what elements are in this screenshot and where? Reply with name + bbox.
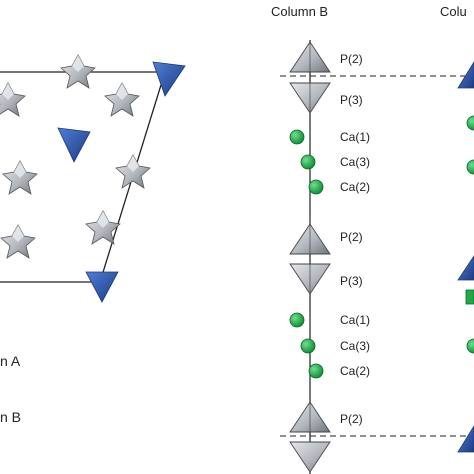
label-ca1-mid: Ca(1)	[340, 313, 370, 327]
p3-tetrahedron-top	[289, 82, 331, 114]
blue-phosphate-triangle	[57, 127, 91, 163]
blue-phosphate-triangle	[85, 271, 119, 303]
legend-column-a: n A	[0, 353, 21, 369]
unit-cell-panel	[0, 54, 186, 303]
p2-tetrahedron-bottom	[289, 401, 331, 473]
phosphate-star	[0, 82, 26, 117]
p2-tetrahedron-top	[289, 41, 331, 73]
calcium-atom	[308, 363, 324, 379]
column-b	[280, 40, 474, 474]
legend-column-b: n B	[0, 409, 21, 425]
calcium-atom	[466, 338, 474, 354]
label-ca2-mid: Ca(2)	[340, 364, 370, 378]
column-c-partial	[457, 61, 474, 453]
calcium-atom	[466, 115, 474, 131]
p2-tetrahedron-mid	[289, 223, 331, 255]
blue-phosphate-triangle	[457, 425, 474, 453]
column-b-header: Column B	[271, 4, 328, 19]
label-p2-bottom: P(2)	[340, 412, 363, 426]
label-p3-top: P(3)	[340, 93, 363, 107]
phosphate-star	[104, 82, 140, 117]
column-c-header-partial: Colu	[440, 4, 467, 19]
label-ca2-top: Ca(2)	[340, 180, 370, 194]
phosphate-star	[85, 210, 121, 245]
calcium-square-marker	[465, 289, 474, 305]
p3-tetrahedron-mid	[289, 263, 331, 295]
calcium-atom	[308, 179, 324, 195]
calcium-atom	[300, 338, 316, 354]
blue-phosphate-triangle	[457, 255, 474, 281]
label-p3-mid: P(3)	[340, 274, 363, 288]
calcium-atom	[466, 159, 474, 175]
label-p2-top: P(2)	[340, 52, 363, 66]
phosphate-star	[115, 154, 151, 189]
phosphate-star	[2, 160, 38, 195]
calcium-atom	[300, 154, 316, 170]
blue-phosphate-triangle	[152, 61, 186, 97]
label-p2-mid: P(2)	[340, 230, 363, 244]
label-ca1-top: Ca(1)	[340, 130, 370, 144]
calcium-atom	[289, 129, 305, 145]
calcium-atom	[289, 312, 305, 328]
blue-phosphate-triangle	[457, 61, 474, 89]
phosphate-star	[0, 224, 36, 259]
label-ca3-top: Ca(3)	[340, 155, 370, 169]
phosphate-star	[60, 54, 96, 89]
label-ca3-mid: Ca(3)	[340, 339, 370, 353]
